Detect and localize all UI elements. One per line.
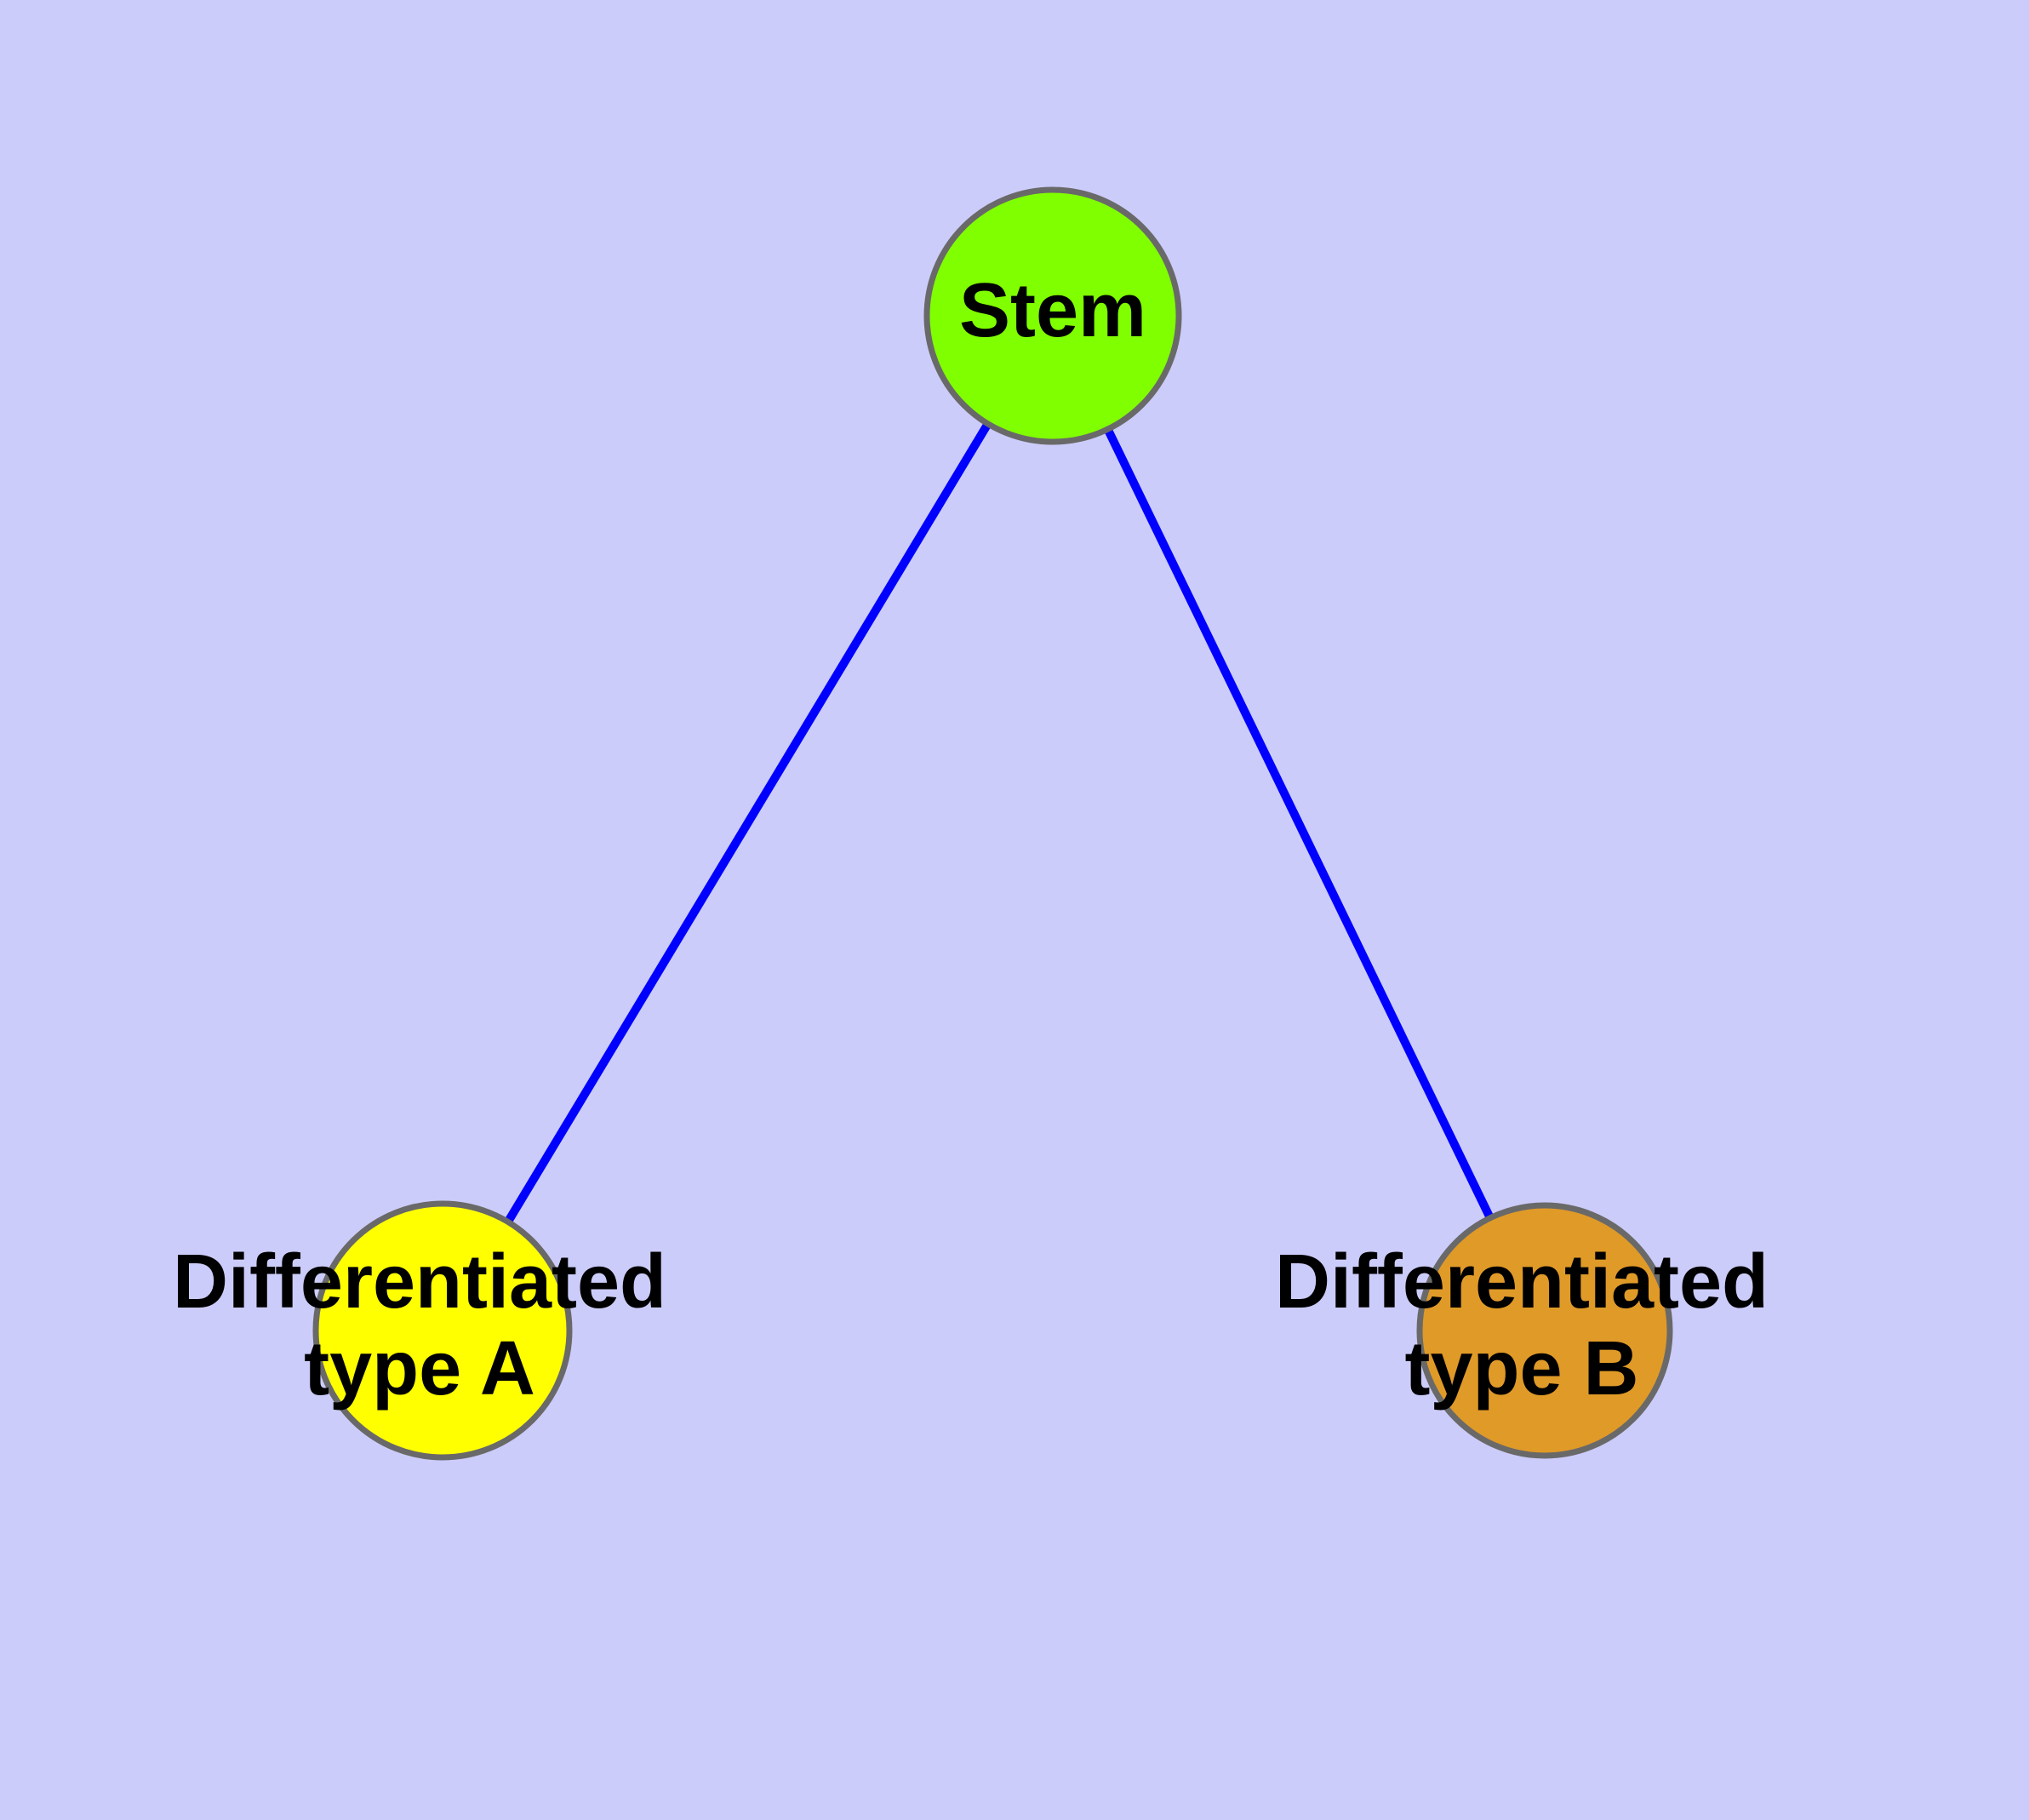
edge-stem-to-differentiated-type-b[interactable] — [1049, 313, 1549, 1333]
stem-node-circle[interactable] — [923, 186, 1182, 445]
edge-layer — [438, 313, 1549, 1333]
node-stem[interactable] — [923, 186, 1182, 445]
stem-node-label: Stem — [959, 268, 1146, 353]
node-differentiated-type-a[interactable] — [312, 1200, 573, 1461]
node-layer — [312, 186, 1673, 1461]
differentiated-type-a-node-circle[interactable] — [312, 1200, 573, 1461]
edge-stem-to-differentiated-type-a[interactable] — [438, 313, 1057, 1333]
differentiated-type-b-node-circle[interactable] — [1416, 1202, 1673, 1459]
node-differentiated-type-b[interactable] — [1416, 1202, 1673, 1459]
